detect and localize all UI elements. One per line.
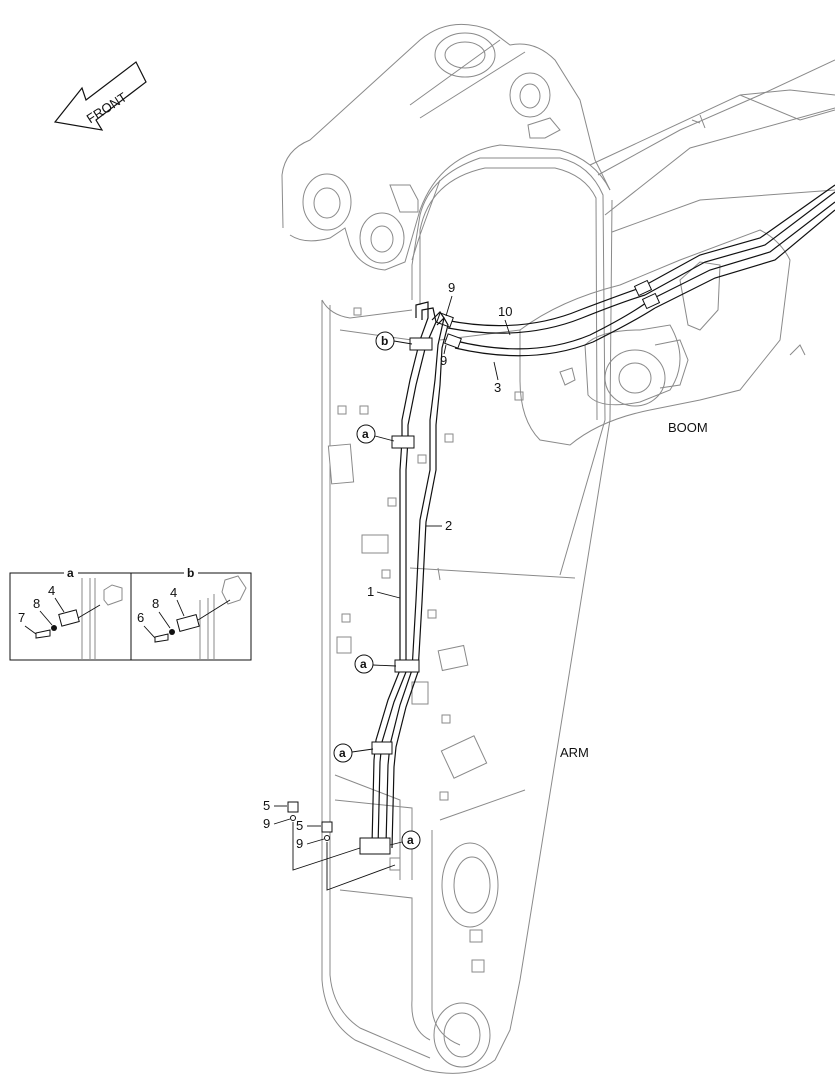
clamp-a-4 bbox=[359, 837, 391, 855]
callout-10: 10 bbox=[498, 304, 512, 319]
detail-b-callout-6: 6 bbox=[137, 610, 144, 625]
callout-5-a: 5 bbox=[263, 798, 270, 813]
detail-a-callout-8: 8 bbox=[33, 596, 40, 611]
boom-label: BOOM bbox=[668, 420, 708, 435]
detail-a-callout-4: 4 bbox=[48, 583, 55, 598]
callout-9-top: 9 bbox=[448, 280, 455, 295]
plug-assemblies bbox=[287, 801, 396, 891]
marker-a-1: a bbox=[362, 427, 369, 441]
detail-b-callout-4: 4 bbox=[170, 585, 177, 600]
callout-1: 1 bbox=[367, 584, 374, 599]
detail-a: 4 8 7 bbox=[18, 578, 123, 660]
boom-outline bbox=[519, 59, 835, 446]
arm-outline bbox=[281, 23, 613, 1074]
detail-b: 4 8 6 bbox=[137, 575, 247, 660]
marker-b: b bbox=[381, 334, 388, 348]
marker-a-2: a bbox=[360, 657, 367, 671]
hose-fittings bbox=[436, 279, 661, 349]
callout-9-b: 9 bbox=[296, 836, 303, 851]
detail-views: a b 4 8 7 4 8 bbox=[9, 566, 252, 661]
detail-a-callout-7: 7 bbox=[18, 610, 25, 625]
hoses bbox=[436, 184, 835, 357]
clamp-a-3 bbox=[371, 741, 393, 755]
detail-b-title: b bbox=[187, 566, 194, 580]
clamp-b-top bbox=[409, 337, 433, 351]
detail-b-callout-8: 8 bbox=[152, 596, 159, 611]
callout-9-a: 9 bbox=[263, 816, 270, 831]
clamp-a-1 bbox=[391, 435, 415, 449]
clamp-a-2 bbox=[394, 659, 420, 673]
detail-a-title: a bbox=[67, 566, 74, 580]
callout-2: 2 bbox=[445, 518, 452, 533]
callout-5-b: 5 bbox=[296, 818, 303, 833]
callouts: 9 9 10 3 2 1 5 9 5 9 bbox=[263, 280, 512, 851]
callout-9-mid: 9 bbox=[440, 353, 447, 368]
callout-3: 3 bbox=[494, 380, 501, 395]
clamp-markers: b a a a a bbox=[333, 331, 421, 850]
marker-a-3: a bbox=[339, 746, 346, 760]
marker-a-4: a bbox=[407, 833, 414, 847]
front-direction-arrow: FRONT bbox=[53, 61, 147, 131]
arm-label: ARM bbox=[560, 745, 589, 760]
steel-pipes bbox=[359, 301, 449, 855]
